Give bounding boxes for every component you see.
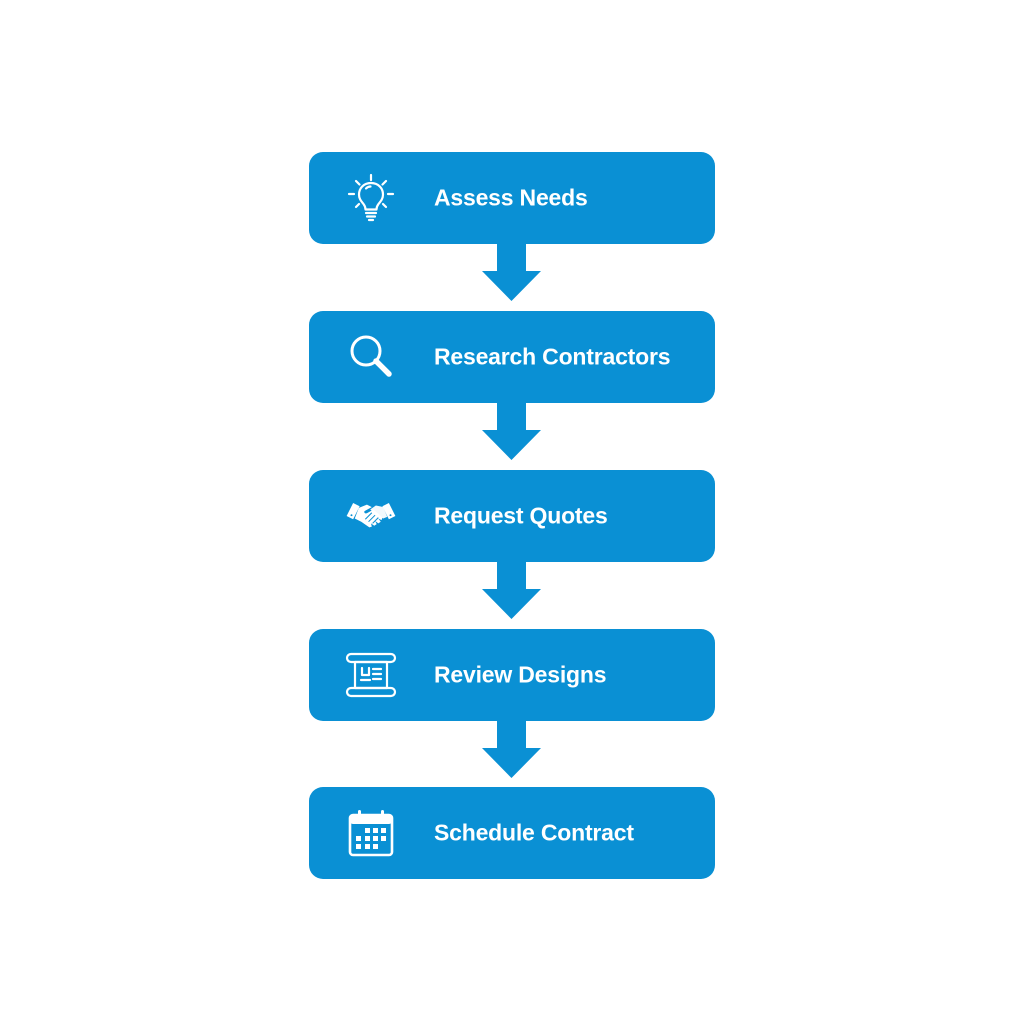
step-label: Research Contractors <box>434 343 671 370</box>
step-schedule-contract: Schedule Contract <box>309 787 715 879</box>
magnifying-glass-icon <box>345 331 397 383</box>
calendar-icon <box>345 807 397 859</box>
down-arrow-icon <box>482 243 541 301</box>
step-label: Schedule Contract <box>434 819 634 846</box>
handshake-icon <box>345 490 397 542</box>
lightbulb-icon <box>345 172 397 224</box>
step-review-designs: Review Designs <box>309 629 715 721</box>
step-research-contractors: Research Contractors <box>309 311 715 403</box>
step-label: Assess Needs <box>434 184 588 211</box>
down-arrow-icon <box>482 561 541 619</box>
step-label: Request Quotes <box>434 502 608 529</box>
down-arrow-icon <box>482 402 541 460</box>
step-request-quotes: Request Quotes <box>309 470 715 562</box>
blueprint-scroll-icon <box>345 649 397 701</box>
step-assess-needs: Assess Needs <box>309 152 715 244</box>
down-arrow-icon <box>482 720 541 778</box>
step-label: Review Designs <box>434 661 607 688</box>
